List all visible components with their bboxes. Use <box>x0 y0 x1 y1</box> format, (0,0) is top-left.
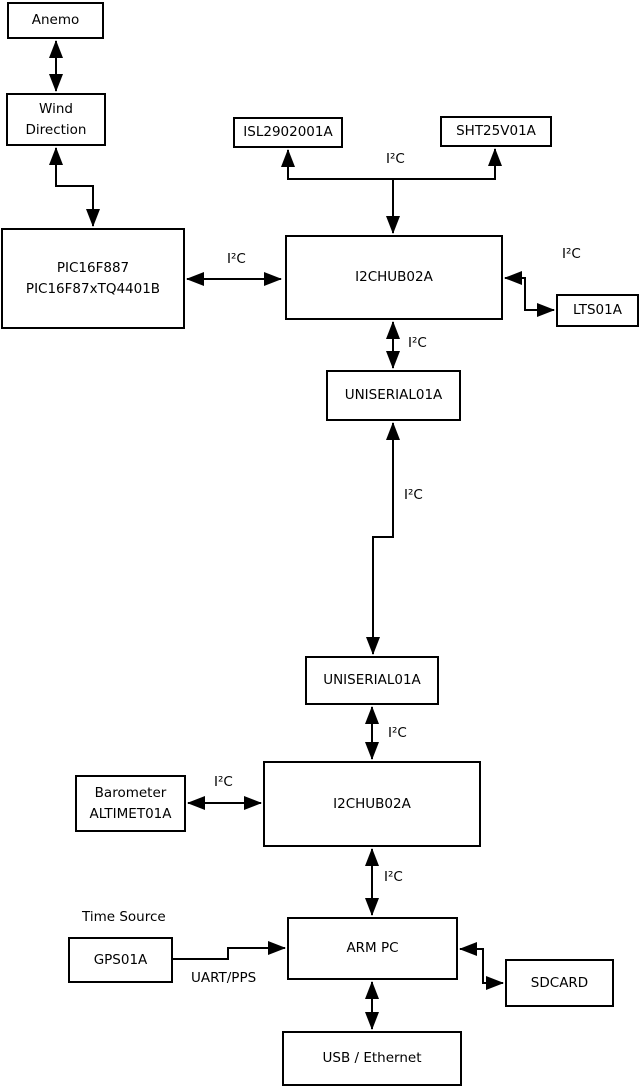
node-gps01a-label: GPS01A <box>93 951 148 968</box>
node-anemo: Anemo <box>7 2 104 39</box>
connector-wind-pic <box>49 147 100 227</box>
node-arm-pc: ARM PC <box>287 917 458 980</box>
node-pic16f887-line2: PIC16F87xTQ4401B <box>25 280 161 297</box>
edge-label-i2c-hub-arm: I²C <box>384 869 403 885</box>
edge-label-time-source: Time Source <box>82 909 166 925</box>
node-sdcard: SDCARD <box>505 959 614 1007</box>
node-wind-direction: Wind Direction <box>6 93 106 146</box>
node-i2chub02a-top-label: I2CHUB02A <box>355 269 433 286</box>
node-i2chub02a-bottom-label: I2CHUB02A <box>333 795 411 812</box>
connector-uniserial-link <box>366 422 400 655</box>
edge-label-i2c-uniserial-link: I²C <box>404 487 423 503</box>
node-sht25v01a-label: SHT25V01A <box>456 123 536 140</box>
node-usb-ethernet-label: USB / Ethernet <box>322 1050 422 1067</box>
node-sht25v01a: SHT25V01A <box>440 116 552 147</box>
node-sdcard-label: SDCARD <box>530 974 589 991</box>
node-i2chub02a-top: I2CHUB02A <box>285 235 503 320</box>
node-pic16f887: PIC16F887 PIC16F87xTQ4401B <box>1 228 185 329</box>
node-barometer-line1: Barometer <box>94 784 167 801</box>
node-isl2902001a: ISL2902001A <box>233 117 343 148</box>
connector-arm-sdcard <box>459 942 504 990</box>
node-lts01a-label: LTS01A <box>573 302 622 319</box>
node-barometer-line2: ALTIMET01A <box>89 805 172 822</box>
node-arm-pc-label: ARM PC <box>346 940 399 957</box>
node-uniserial01a-top-label: UNISERIAL01A <box>344 387 443 404</box>
edge-label-i2c-pic-hub: I²C <box>227 251 246 267</box>
node-isl2902001a-label: ISL2902001A <box>243 124 333 141</box>
connector-hub1-lts <box>504 271 555 317</box>
node-pic16f887-line1: PIC16F887 <box>56 259 130 276</box>
node-wind-direction-line1: Wind <box>39 100 73 117</box>
connector-gps-arm <box>173 941 286 960</box>
node-lts01a: LTS01A <box>556 294 639 327</box>
node-i2chub02a-bottom: I2CHUB02A <box>263 761 481 847</box>
edge-label-uart-pps: UART/PPS <box>191 970 257 986</box>
edge-label-i2c-barometer-hub: I²C <box>214 774 233 790</box>
node-uniserial01a-bottom-label: UNISERIAL01A <box>323 672 421 689</box>
node-uniserial01a-bottom: UNISERIAL01A <box>305 656 439 705</box>
node-gps01a: GPS01A <box>68 937 173 983</box>
node-usb-ethernet: USB / Ethernet <box>282 1031 462 1086</box>
node-anemo-label: Anemo <box>31 12 80 29</box>
node-barometer-altimet01a: Barometer ALTIMET01A <box>75 775 186 832</box>
edge-label-i2c-hub-lts: I²C <box>562 246 581 262</box>
node-wind-direction-line2: Direction <box>25 121 87 138</box>
edge-label-i2c-uniserial-hub: I²C <box>388 725 407 741</box>
edge-label-i2c-sensors: I²C <box>386 151 405 167</box>
edge-label-i2c-hub-uniserial: I²C <box>408 335 427 351</box>
node-uniserial01a-top: UNISERIAL01A <box>326 370 461 421</box>
